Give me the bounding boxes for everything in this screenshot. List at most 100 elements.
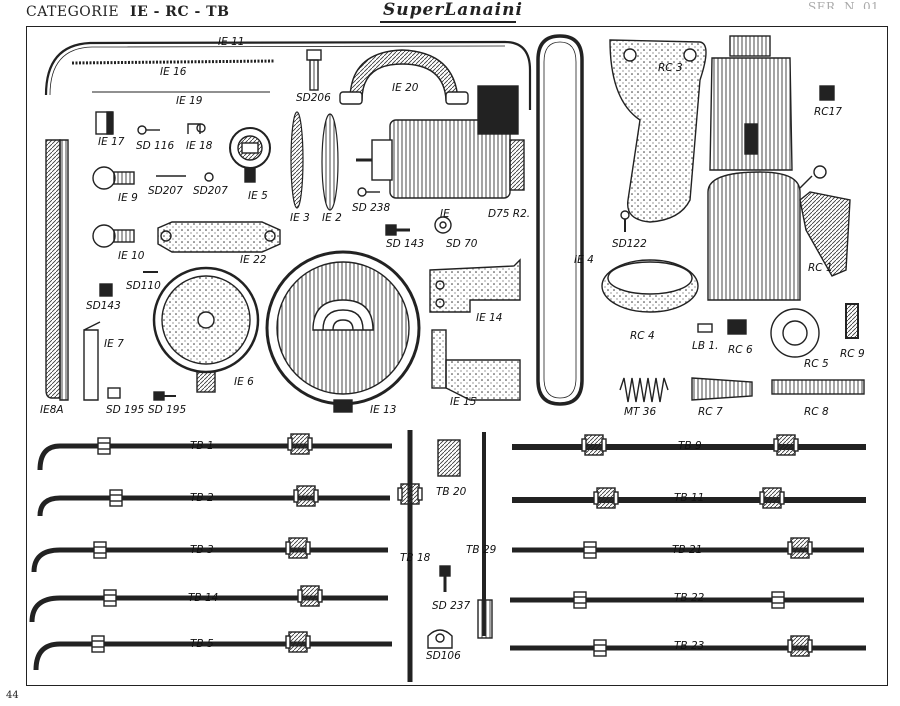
part-tb20-fitting (437, 439, 461, 477)
part-sd70-washer (434, 216, 452, 234)
label-rc3: RC 3 (658, 62, 683, 74)
label-tb22: TB 22 (674, 592, 705, 604)
part-sd206-bolt (306, 49, 322, 91)
part-ie-dynamo (356, 85, 525, 199)
label-rc4: RC 4 (630, 330, 655, 342)
label-d75r2: D75 R2. (488, 208, 531, 220)
category-label: CATEGORIE (26, 4, 120, 20)
part-rc8-pin (771, 379, 865, 395)
label-tb3: TB 3 (190, 544, 214, 556)
part-rc6-nut (727, 319, 747, 335)
label-ie9: IE 9 (118, 192, 138, 204)
part-sd237-bolt (439, 565, 451, 592)
label-tb23: TB 23 (674, 640, 705, 652)
label-rc5: RC 5 (804, 358, 829, 370)
label-ie2: IE 2 (322, 212, 342, 224)
label-tb5: TB 5 (190, 638, 214, 650)
part-ie18-clip (187, 123, 206, 134)
label-rc8: RC 8 (804, 406, 829, 418)
part-sd195-bolt-b (153, 391, 176, 401)
label-ie6: IE 6 (234, 376, 254, 388)
part-sd195-bolt-a (107, 387, 121, 399)
part-ie20-bracket (339, 49, 469, 105)
label-tb2: TB 2 (190, 492, 214, 504)
part-sd238-screw (357, 187, 380, 197)
part-tb3-tube (31, 537, 388, 573)
label-ie18: IE 18 (186, 140, 213, 152)
label-tb18: TB 18 (400, 552, 431, 564)
part-tb5-tube (33, 631, 392, 671)
part-tb23-tube (510, 635, 866, 657)
label-tb1: TB 1 (190, 440, 214, 452)
label-ie19: IE 19 (176, 95, 203, 107)
part-ie15-bracket (431, 329, 521, 401)
part-rc9-gear (845, 303, 859, 339)
label-ie22: IE 22 (240, 254, 267, 266)
part-tb14-tube (29, 585, 388, 623)
part-ie8a-belt (45, 139, 69, 401)
part-sd143-bolt-b (99, 283, 113, 297)
label-rc1: RC 1 (808, 262, 833, 274)
label-sd195a: SD 195 (106, 404, 145, 416)
label-ie7: IE 7 (104, 338, 124, 350)
label-sd207a: SD207 (148, 185, 183, 197)
label-ie16: IE 16 (160, 66, 187, 78)
part-rc7-grip (691, 377, 753, 401)
label-ie14: IE 14 (476, 312, 503, 324)
category-codes: IE - RC - TB (130, 4, 230, 20)
label-tb9: TB 9 (678, 440, 702, 452)
label-ie8a: IE8A (40, 404, 64, 416)
label-tb21: TB 21 (672, 544, 703, 556)
part-tb9-tube (512, 434, 866, 456)
label-tb11: TB 11 (674, 492, 705, 504)
part-tb22-tube (510, 591, 864, 609)
part-mt36-spring (619, 377, 669, 403)
series-code: SER. N. 01 (808, 0, 880, 9)
part-ie14-bracket (429, 258, 521, 313)
brand-underline (380, 21, 516, 23)
part-tb21-tube (512, 537, 864, 559)
part-ie17-clip (95, 111, 114, 135)
part-sd116-screw (137, 125, 160, 135)
part-rc5-disc (770, 308, 820, 358)
label-rc7: RC 7 (698, 406, 723, 418)
label-sd237: SD 237 (432, 600, 471, 612)
label-ie13: IE 13 (370, 404, 397, 416)
label-sd143b: SD143 (86, 300, 121, 312)
part-sd143-bolt-a (385, 224, 410, 236)
brand-logo-text: SuperLanaini (383, 0, 523, 20)
part-sd122-screw (620, 210, 630, 232)
part-rc3-mudflap (609, 39, 707, 223)
part-ie16-cable (71, 59, 276, 65)
label-sd106: SD106 (426, 650, 461, 662)
part-tb11-tube (512, 487, 866, 509)
page-frame (26, 26, 888, 686)
label-rc17: RC17 (814, 106, 842, 118)
label-sd207b: SD207 (193, 185, 228, 197)
part-sd207-washer (204, 172, 214, 182)
part-ie11-cable (44, 40, 532, 110)
label-tb20: TB 20 (436, 486, 467, 498)
part-ie7-bracket (83, 321, 101, 401)
label-ie15: IE 15 (450, 396, 477, 408)
label-ie20: IE 20 (392, 82, 419, 94)
label-rc6: RC 6 (728, 344, 753, 356)
label-sd116: SD 116 (136, 140, 175, 152)
part-ie6-headlamp (152, 266, 260, 393)
label-ie5: IE 5 (248, 190, 268, 202)
label-rc9: RC 9 (840, 348, 865, 360)
label-sd110: SD110 (126, 280, 161, 292)
label-ie11: IE 11 (218, 36, 245, 48)
part-rc17-nut (819, 85, 835, 101)
part-ie22-bracket (157, 221, 281, 253)
part-ie9-bulb (92, 166, 135, 190)
label-tb14: TB 14 (188, 592, 219, 604)
label-ie10: IE 10 (118, 250, 145, 262)
part-ie5-switch (229, 127, 271, 183)
part-ie3-lens (290, 111, 304, 209)
label-lb1: LB 1. (692, 340, 719, 352)
page-number: 44 (6, 690, 19, 701)
label-sd70: SD 70 (446, 238, 478, 250)
part-ie4-strap (536, 34, 584, 406)
